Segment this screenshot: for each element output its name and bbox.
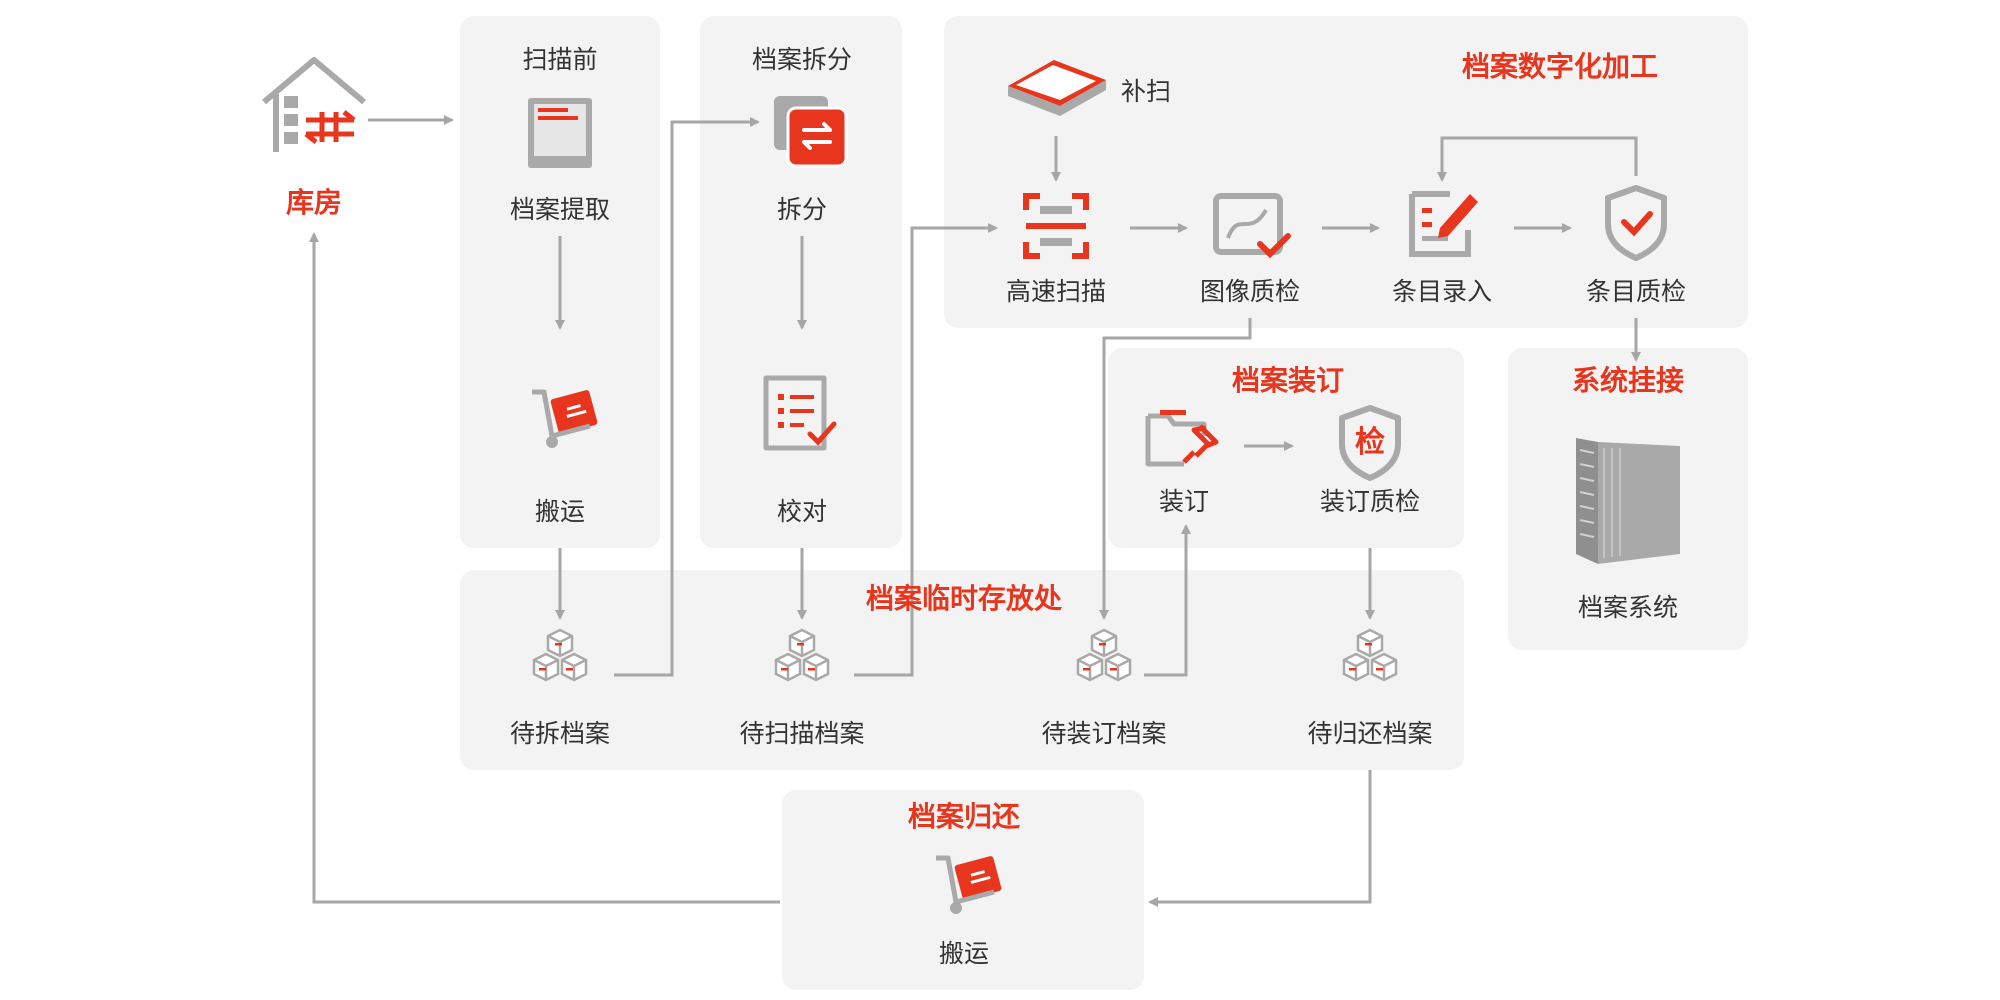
pending-return-label: 待归还档案 bbox=[1307, 719, 1432, 748]
temp-storage-title: 档案临时存放处 bbox=[866, 582, 1062, 615]
extract-label: 档案提取 bbox=[510, 195, 610, 224]
flow-arrows bbox=[309, 115, 1641, 907]
edit-form-icon bbox=[1409, 191, 1478, 257]
binding-qc-label: 装订质检 bbox=[1320, 487, 1420, 516]
rescan-label: 补扫 bbox=[1121, 77, 1171, 106]
binding-title: 档案装订 bbox=[1232, 364, 1344, 397]
archive-box-icon bbox=[528, 98, 592, 168]
split-label: 拆分 bbox=[777, 195, 827, 224]
flatbed-scanner-icon bbox=[1008, 60, 1106, 116]
scan-frame-icon bbox=[1023, 193, 1089, 259]
pending-split-label: 待拆档案 bbox=[510, 719, 610, 748]
high-speed-scan-label: 高速扫描 bbox=[1006, 277, 1106, 306]
image-check-icon bbox=[1213, 193, 1291, 259]
system-title: 系统挂接 bbox=[1572, 364, 1684, 397]
warehouse-label: 库房 bbox=[286, 186, 342, 219]
entry-qc-label: 条目质检 bbox=[1586, 277, 1686, 306]
server-icon bbox=[1576, 438, 1680, 564]
digitize-panel bbox=[944, 16, 1748, 328]
digitize-title: 档案数字化加工 bbox=[1462, 50, 1658, 83]
folder-pin-icon bbox=[1145, 410, 1219, 467]
warehouse-icon bbox=[262, 57, 366, 152]
split-panel-title: 档案拆分 bbox=[752, 45, 852, 74]
temp-storage-panel bbox=[460, 570, 1464, 770]
svg-text:检: 检 bbox=[1355, 425, 1385, 460]
archive-system-label: 档案系统 bbox=[1578, 593, 1678, 622]
inspect-shield-icon: 检 bbox=[1339, 405, 1401, 481]
pending-binding-label: 待装订档案 bbox=[1041, 719, 1166, 748]
pending-scan-label: 待扫描档案 bbox=[739, 719, 864, 748]
carry-return-label: 搬运 bbox=[939, 939, 989, 968]
carry-label: 搬运 bbox=[535, 497, 585, 526]
pre-scan-title: 扫描前 bbox=[522, 45, 597, 74]
binding-label: 装订 bbox=[1159, 487, 1209, 516]
image-qc-label: 图像质检 bbox=[1200, 277, 1300, 306]
proofread-label: 校对 bbox=[777, 497, 827, 526]
entry-input-label: 条目录入 bbox=[1392, 277, 1492, 306]
return-title: 档案归还 bbox=[908, 800, 1021, 833]
shield-check-icon bbox=[1605, 185, 1667, 261]
checklist-icon bbox=[763, 375, 837, 451]
split-swap-icon bbox=[774, 96, 848, 168]
